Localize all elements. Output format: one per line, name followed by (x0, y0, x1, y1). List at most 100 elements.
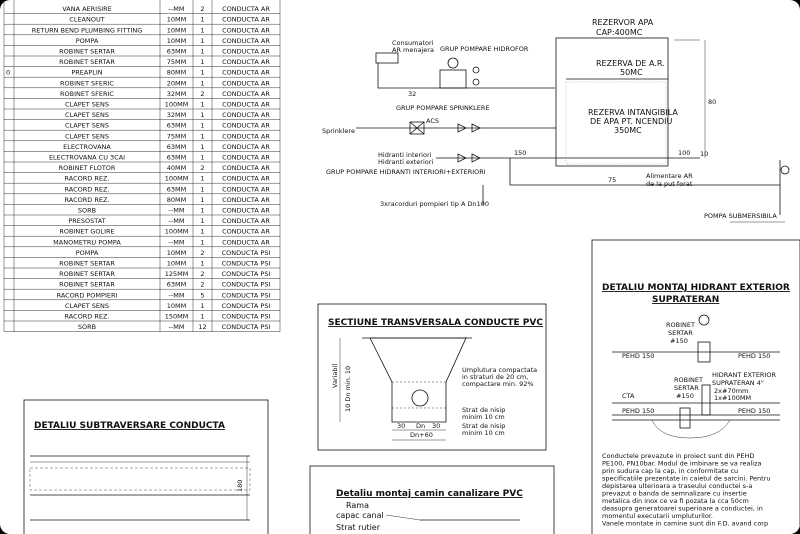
table-cell-dest: CONDUCTA AR (222, 79, 270, 87)
supply-label-2: de la put forat (646, 180, 693, 188)
table-cell-name: CLAPET SENS (65, 302, 109, 310)
table-cell-dest: CONDUCTA AR (222, 238, 270, 246)
cover-label: capac canal (336, 511, 384, 520)
table-cell-dn: --MM (169, 5, 185, 13)
hydrant-note-line: depistarea ulterioara a traseului conduc… (602, 482, 752, 490)
table-cell-dn: --MM (169, 207, 185, 215)
consumers-label-2: AR menajera (392, 46, 434, 54)
reservoir-capacity: CAP:400MC (596, 28, 643, 37)
table-cell-qty: 1 (200, 196, 204, 204)
hydrant-spec-2: 1x#100MM (714, 394, 751, 402)
hydrant-note-line: metalica din inox ce va fi pozata la cca… (602, 497, 749, 505)
hydrant-note-line: specificatiile prezentate in caietul de … (602, 475, 770, 483)
table-cell-dest: CONDUCTA AR (222, 217, 270, 225)
table-cell-name: PRESOSTAT (68, 217, 105, 225)
hydrant-note-line: prevazut o banda de semnalizare cu inser… (602, 490, 747, 498)
feed-pipe (509, 158, 780, 186)
table-cell-name: ROBINET SERTAR (59, 270, 115, 278)
table-cell-name: MANOMETRU POMPA (53, 238, 121, 246)
table-cell-dn: --MM (169, 323, 185, 331)
hydrant-riser-icon (701, 384, 711, 416)
table-cell-qty: 1 (200, 154, 204, 162)
table-cell-dest: CONDUCTA AR (222, 16, 270, 24)
table-cell-dn: 80MM (167, 69, 187, 77)
table-cell-qty: 1 (200, 101, 204, 109)
table-cell-dest: CONDUCTA AR (222, 48, 270, 56)
table-cell-name: CLEANOUT (69, 16, 104, 24)
hydrant-title-2: SUPRATERAN (652, 295, 719, 305)
table-cell-qty: 1 (200, 185, 204, 193)
table-cell-dest: CONDUCTA PSI (222, 291, 271, 299)
table-cell-dn: 10MM (167, 302, 187, 310)
pehd-label-2: PEHD 150 (738, 352, 770, 360)
table-cell-dest: CONDUCTA AR (222, 228, 270, 236)
table-cell-dest: CONDUCTA AR (222, 58, 270, 66)
pump-icon-2 (472, 78, 480, 86)
hydrant-title-1: DETALIU MONTAJ HIDRANT EXTERIOR (602, 283, 790, 293)
table-cell-dn: 32MM (167, 111, 187, 119)
submersible-pump-label: POMPA SUBMERSIBILA (704, 212, 777, 220)
table-cell-name: RACORD POMPIERI (57, 291, 118, 299)
hydrant-note-line: deasupra generatoarei superioare a condu… (602, 505, 763, 513)
hydrant-note-line: Vanele montate in camine sunt din F.D. a… (602, 520, 768, 528)
dim-dn: Dn (416, 422, 425, 430)
table-cell-name: ROBINET GOLIRE (59, 228, 114, 236)
acs-valve-cross-2 (409, 121, 425, 135)
table-cell-dest: CONDUCTA AR (222, 37, 270, 45)
side-variable-label: Variabil (331, 364, 339, 388)
table-cell-qty: 1 (200, 175, 204, 183)
table-cell-index: 0 (6, 69, 10, 77)
hydrant-note-line: PE100, PN10bar. Modul de imbinare se va … (602, 460, 761, 468)
pressure-gauge-icon (447, 57, 459, 69)
hydrants-exterior-label: Hidranti exteriori (378, 158, 433, 166)
dim-dn60: Dn+60 (410, 431, 433, 439)
table-cell-name: RETURN BEND PLUMBING FITTING (32, 26, 143, 34)
table-cell-dn: 63MM (167, 48, 187, 56)
table-cell-name: ROBINET SERTAR (59, 260, 115, 268)
table-cell-qty: 1 (200, 313, 204, 321)
supply-pipe-top (377, 63, 555, 89)
table-cell-dn: 150MM (165, 313, 189, 321)
table-cell-dest: CONDUCTA AR (222, 101, 270, 109)
cross-section-title: SECTIUNE TRANSVERSALA CONDUCTE PVC (328, 318, 543, 328)
hydrant-note-line: prin sudura cap la cap, in conformitate … (602, 467, 738, 475)
table-cell-dest: CONDUCTA PSI (222, 270, 271, 278)
table-cell-dn: 63MM (167, 185, 187, 193)
table-cell-dn: 40MM (167, 164, 187, 172)
hydrant-detail-frame (591, 239, 800, 534)
frame-label: Rama (346, 501, 369, 510)
dim-180: 180 (236, 480, 244, 492)
table-cell-qty: 5 (200, 291, 204, 299)
table-cell-name: PREAPLIN (71, 69, 102, 77)
table-cell-dest: CONDUCTA AR (222, 5, 270, 13)
table-cell-dn: 63MM (167, 122, 187, 130)
table-cell-dn: 80MM (167, 196, 187, 204)
table-cell-name: CLAPET SENS (65, 111, 109, 119)
valve-top-label-3: #150 (670, 337, 688, 345)
hydrants-interior-label: Hidranti interiori (378, 151, 432, 159)
table-cell-dn: --MM (169, 291, 185, 299)
pehd-label-3: PEHD 150 (622, 407, 654, 415)
hydrant-group-label: GRUP POMPARE HIDRANTI INTERIORI+EXTERIOR… (326, 168, 486, 176)
well-pump-icon (780, 165, 790, 175)
table-cell-dest: CONDUCTA PSI (222, 313, 271, 321)
table-cell-qty: 2 (200, 5, 204, 13)
table-cell-dn: --MM (169, 217, 185, 225)
table-cell-qty: 1 (200, 143, 204, 151)
table-cell-qty: 1 (200, 79, 204, 87)
hydrant-spec-1: 2x#70mm (714, 387, 748, 395)
supply-label-1: Alimentare AR (646, 172, 693, 180)
pehd-label-4: PEHD 150 (738, 407, 770, 415)
manhole-title: Detaliu montaj camin canalizare PVC (336, 489, 523, 499)
table-cell-name: ROBINET FLOTOR (59, 164, 116, 172)
manhole-detail-frame (309, 465, 555, 534)
table-cell-dest: CONDUCTA PSI (222, 249, 271, 257)
table-cell-name: ROBINET SERTAR (59, 58, 115, 66)
table-cell-dest: CONDUCTA PSI (222, 302, 271, 310)
reserve-fire-label-2: DE APA PT. NCENDIU (590, 117, 673, 126)
table-cell-dest: CONDUCTA AR (222, 154, 270, 162)
crossing-title: DETALIU SUBTRAVERSARE CONDUCTA (34, 421, 225, 431)
table-cell-dn: 75MM (167, 132, 187, 140)
hydrophore-group-label: GRUP POMPARE HIDROFOR (440, 45, 529, 53)
crossing-detail-frame (23, 399, 269, 534)
